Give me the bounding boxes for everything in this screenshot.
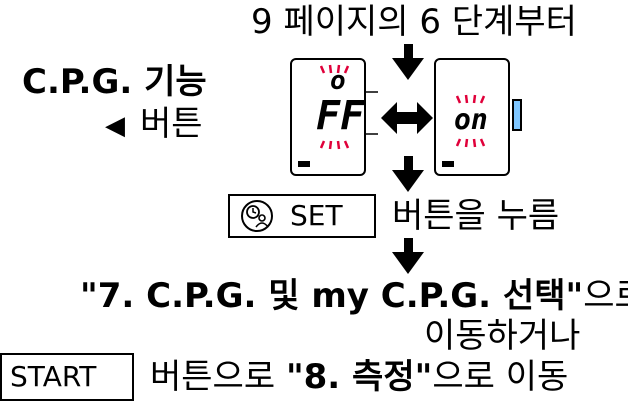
goto-line-3-a: 버튼으로 bbox=[150, 357, 286, 397]
down-arrow-icon bbox=[392, 156, 424, 192]
left-triangle-icon: ◀ bbox=[105, 111, 125, 141]
blink-marks-top-icon bbox=[320, 64, 350, 74]
start-key-label: START bbox=[10, 360, 97, 393]
goto-target-7: "7. C.P.G. 및 my C.P.G. 선택" bbox=[80, 276, 584, 316]
down-arrow-icon bbox=[392, 238, 424, 274]
display-digit-main: on bbox=[454, 103, 488, 136]
double-arrow-icon bbox=[381, 102, 433, 134]
start-key[interactable]: START bbox=[0, 353, 134, 401]
down-arrow-icon bbox=[392, 44, 424, 80]
goto-line-3-c: 으로 이동 bbox=[432, 357, 569, 397]
cpg-function-label: C.P.G. 기능 bbox=[22, 62, 207, 102]
blink-marks-bottom-icon bbox=[456, 138, 486, 148]
lcd-display-on: on bbox=[434, 58, 510, 176]
goto-target-8: "8. 측정" bbox=[285, 357, 433, 397]
lcd-display-off: o FF bbox=[290, 58, 366, 176]
blink-marks-bottom-icon bbox=[320, 140, 350, 150]
timer-person-icon bbox=[241, 200, 273, 232]
goto-line-1-suffix: 으로 bbox=[583, 276, 628, 316]
set-key-label: SET bbox=[290, 199, 343, 232]
goto-line-2: 이동하거나 bbox=[424, 316, 581, 356]
display-digit-main: FF bbox=[316, 93, 365, 139]
left-button-label: 버튼 bbox=[140, 104, 203, 144]
set-key[interactable]: SET bbox=[228, 194, 376, 238]
header-text: 9 페이지의 6 단계부터 bbox=[251, 2, 577, 42]
indicator-light bbox=[512, 99, 522, 131]
goto-line-3: 버튼으로 "8. 측정"으로 이동 bbox=[150, 357, 568, 397]
battery-icon bbox=[442, 161, 454, 167]
bracket-icon bbox=[366, 91, 378, 135]
goto-line-1: "7. C.P.G. 및 my C.P.G. 선택"으로 bbox=[80, 276, 628, 316]
press-label: 버튼을 누름 bbox=[392, 196, 560, 236]
display-digit-top: o bbox=[330, 66, 346, 96]
blink-marks-top-icon bbox=[456, 94, 486, 104]
battery-icon bbox=[298, 161, 310, 167]
